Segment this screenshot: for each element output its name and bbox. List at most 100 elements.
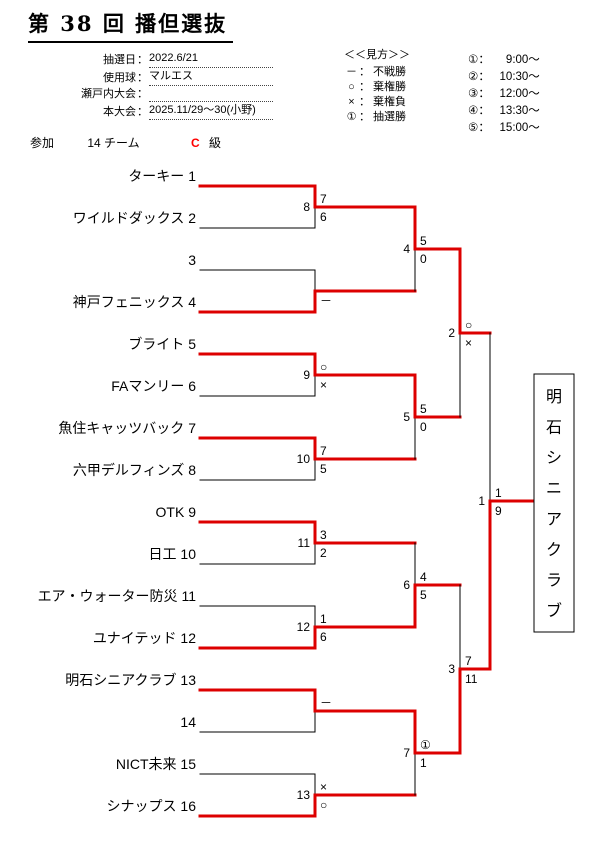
match-score-bottom: 6	[320, 210, 327, 224]
match-number: 4	[403, 242, 410, 256]
meta-row: 瀬戸内大会：	[70, 87, 273, 102]
team-label: 日工 10	[149, 546, 197, 562]
match-score-top: ①	[420, 738, 431, 752]
match-score-bottom: ×	[320, 378, 327, 392]
legend-mark-icon: ①	[346, 111, 357, 123]
meta-colon: ：	[137, 72, 148, 84]
schedule-colon: ：	[478, 88, 490, 100]
team-label: FAマンリー 6	[111, 378, 196, 394]
schedule-item: ④：13:30～	[468, 103, 540, 120]
champion-name-char: 明	[546, 389, 562, 406]
schedule-time: 13:30～	[499, 105, 540, 117]
schedule-slot-icon: ③	[468, 88, 479, 100]
legend-item: ○ ：棄権勝	[344, 80, 410, 95]
meta-label: 瀬戸内大会	[81, 88, 136, 100]
meta-value: マルエス	[149, 69, 273, 86]
team-label: 3	[188, 252, 196, 268]
team-label: エア・ウォーター防災 11	[38, 588, 197, 604]
champion-name-char: ラ	[546, 572, 562, 589]
match-number: 7	[403, 746, 410, 760]
schedule: ①：9:00～②：10:30～③：12:00～④：13:30～⑤：15:00～	[468, 52, 540, 137]
legend-mark-icon: －	[346, 66, 357, 78]
participation-label: 参加	[30, 136, 55, 150]
team-label: ブライト 5	[128, 336, 196, 352]
match-number: 6	[403, 578, 410, 592]
match-score-top: ×	[320, 780, 327, 794]
match-number: 10	[297, 452, 311, 466]
team-label: 魚住キャッツバック 7	[58, 420, 196, 436]
team-label: シナップス 16	[107, 798, 197, 814]
team-label: 神戸フェニックス 4	[73, 294, 196, 310]
champion-name-char: ク	[546, 541, 562, 559]
match-score-top: ○	[320, 360, 327, 374]
meta-colon: ：	[137, 88, 148, 100]
team-label: ワイルドダックス 2	[73, 210, 196, 226]
meta-colon: ：	[137, 54, 148, 66]
match-score-top: 1	[320, 612, 327, 626]
participation-class-letter: C	[191, 136, 200, 150]
schedule-time: 15:00～	[499, 122, 540, 134]
match-number: 11	[298, 536, 311, 550]
legend-colon: ：	[359, 96, 370, 108]
legend-title: ＜＜見方＞＞	[344, 49, 410, 61]
match-score-bottom: 0	[420, 252, 427, 266]
participation-class-suffix: 級	[209, 136, 222, 150]
match-mark: －	[320, 696, 332, 710]
champion-name-char: ニ	[546, 481, 562, 498]
champion-box	[533, 373, 575, 633]
legend-item: ①：抽選勝	[344, 110, 410, 125]
team-label: 14	[180, 714, 196, 730]
schedule-time: 10:30～	[499, 71, 540, 83]
legend-meaning: 棄権勝	[373, 81, 406, 93]
schedule-slot-icon: ⑤	[468, 122, 479, 134]
match-mark: －	[320, 294, 332, 308]
match-score-top: 3	[320, 528, 327, 542]
team-label: ユナイテッド 12	[93, 630, 196, 646]
match-score-bottom: ×	[465, 336, 472, 350]
match-score-bottom: 1	[420, 756, 427, 770]
match-number: 9	[303, 368, 310, 382]
match-score-top: 7	[320, 192, 327, 206]
match-score-bottom: 5	[420, 588, 427, 602]
schedule-item: ⑤： 15:00～	[468, 120, 540, 137]
schedule-slot-icon: ①	[468, 54, 479, 66]
legend-item: × ：棄権負	[344, 95, 410, 110]
team-label: OTK 9	[156, 504, 197, 520]
meta-row: 抽選日：2022.6/21	[70, 51, 273, 68]
match-score-bottom: 6	[320, 630, 327, 644]
meta-label: 使用球	[103, 72, 136, 84]
champion-name-char: 石	[546, 420, 562, 437]
schedule-colon: ：	[478, 122, 490, 134]
match-number: 1	[478, 494, 485, 508]
match-score-top: 4	[420, 570, 427, 584]
match-score-top: 5	[420, 402, 427, 416]
legend-mark-icon: ○	[348, 81, 355, 93]
match-number: 13	[297, 788, 311, 802]
legend-meaning: 棄権負	[373, 96, 406, 108]
match-score-top: 1	[495, 486, 502, 500]
page-title: 第 38 回 播但選抜	[28, 8, 234, 43]
champion-name-char: ア	[546, 511, 562, 528]
meta-colon: ：	[137, 106, 148, 118]
schedule-item: ②：10:30～	[468, 69, 540, 86]
schedule-item: ①： 9:00～	[468, 52, 540, 69]
schedule-time: 9:00～	[505, 54, 540, 66]
match-number: 12	[297, 620, 311, 634]
match-score-bottom: 9	[495, 504, 502, 518]
legend-colon: ：	[359, 111, 370, 123]
legend-colon: ：	[359, 81, 370, 93]
match-score-bottom: 2	[320, 546, 327, 560]
schedule-item: ③：12:00～	[468, 86, 540, 103]
champion-name-char: ブ	[546, 601, 562, 620]
legend-meaning: 抽選勝	[373, 111, 406, 123]
team-label: 六甲デルフィンズ 8	[73, 462, 196, 478]
legend-mark-icon: ×	[348, 96, 355, 108]
meta-value: 2022.6/21	[149, 51, 273, 68]
match-score-bottom: 5	[320, 462, 327, 476]
schedule-colon: ：	[478, 54, 490, 66]
team-label: ターキー 1	[128, 168, 196, 184]
